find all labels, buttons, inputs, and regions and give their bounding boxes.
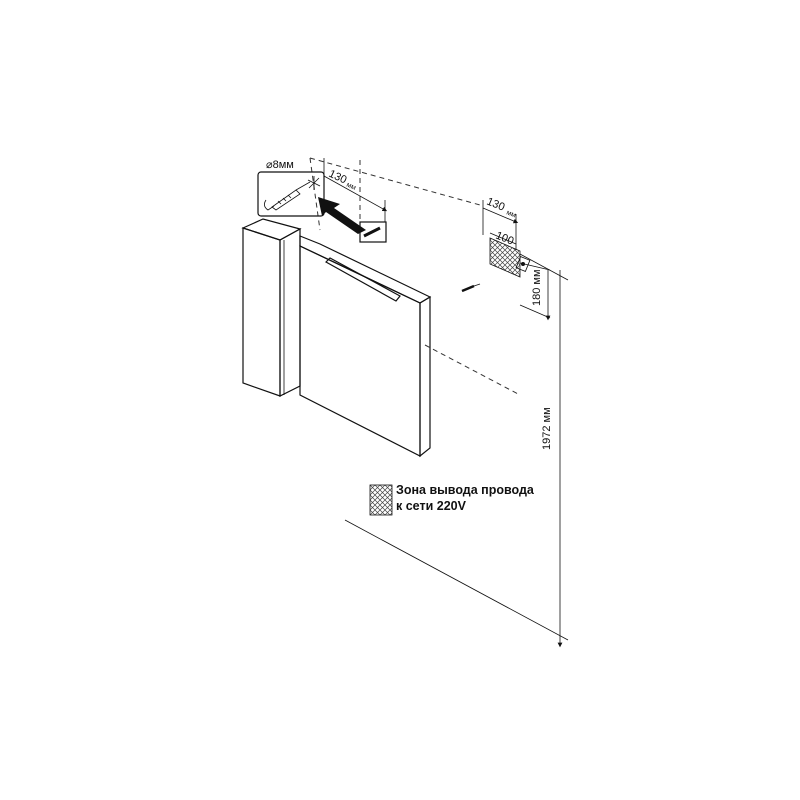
- anchor-screw-icon: [264, 181, 311, 211]
- legend-line2: к сети 220V: [396, 499, 467, 513]
- dim-top-130: 130: [327, 168, 349, 187]
- wall-mount-area: 130 мм 100 180 мм: [461, 196, 551, 321]
- legend-hatch-swatch: [369, 484, 393, 516]
- cable-zone-hatch: [489, 237, 521, 278]
- projection-lines: [309, 157, 521, 396]
- dim-right-130-unit: мм: [505, 209, 517, 219]
- screw-detail: 130 мм: [323, 158, 388, 243]
- dim-right-130: 130: [485, 196, 507, 214]
- dim-180: 180 мм: [531, 269, 543, 306]
- legend: Зона вывода провода к сети 220V: [369, 483, 535, 516]
- mirror-panel: [299, 235, 432, 458]
- wall-screw-icon: [461, 283, 481, 293]
- pointer-arrow: [318, 197, 366, 234]
- dim-top-130-unit: мм: [345, 181, 357, 191]
- tall-cabinet: [241, 218, 302, 397]
- drill-bit-icon: [307, 176, 321, 190]
- legend-line1: Зона вывода провода: [396, 483, 535, 497]
- drill-diameter-label: ⌀8мм: [266, 159, 294, 171]
- drill-detail: ⌀8мм: [257, 159, 325, 217]
- led-strip: [325, 257, 401, 302]
- dim-1972: 1972 мм: [541, 407, 553, 450]
- height-dimension: 1972 мм: [344, 253, 569, 648]
